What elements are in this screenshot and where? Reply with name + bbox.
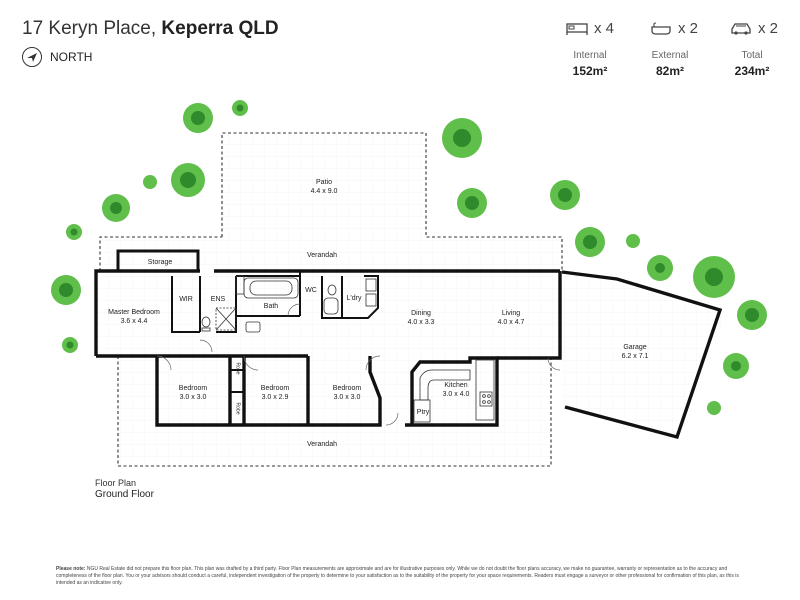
property-summary: x 4 x 2 x 2 Internal 152m² External 82m²…	[560, 20, 780, 90]
laundry-name: L'dry	[346, 295, 362, 302]
area-external: External 82m²	[640, 50, 700, 78]
pantry-name: Ptry	[416, 409, 430, 416]
living-name: Living	[501, 310, 521, 317]
room-bedroom-1: Bedroom 3.0 x 3.0	[179, 384, 207, 402]
room-kitchen: Kitchen 3.0 x 4.0	[443, 381, 470, 399]
bedroom-2-name: Bedroom	[260, 385, 290, 392]
disclaimer-text: NGU Real Estate did not prepare this flo…	[56, 566, 739, 586]
bed-icon	[566, 22, 588, 35]
patio-name: Patio	[316, 179, 332, 186]
bedroom-count: x 4	[566, 20, 614, 37]
caption-floor-plan: Floor Plan	[95, 478, 137, 488]
address-line: 17 Keryn Place,	[22, 18, 162, 39]
floor-caption: Floor Plan Ground Floor	[95, 477, 154, 501]
kitchen-dims: 3.0 x 4.0	[442, 391, 470, 398]
area-total-value: 234m²	[734, 64, 770, 78]
room-verandah-bottom: Verandah	[307, 440, 337, 449]
area-external-value: 82m²	[655, 64, 684, 78]
bathroom-count-value: x 2	[678, 20, 699, 37]
ens-name: ENS	[210, 296, 226, 303]
garage-name: Garage	[623, 344, 647, 351]
disclaimer: Please note: NGU Real Estate did not pre…	[56, 566, 756, 587]
room-robe-2: Robe	[233, 403, 242, 415]
car-icon	[731, 22, 751, 35]
area-total: Total 234m²	[722, 50, 782, 78]
bathroom-count: x 2	[650, 20, 698, 37]
interior-walls	[171, 271, 379, 393]
room-living: Living 4.0 x 4.7	[498, 309, 525, 327]
bath-name: Bath	[263, 303, 279, 310]
north-label: NORTH	[50, 50, 93, 64]
bedroom-1-name: Bedroom	[178, 385, 208, 392]
verandah-bottom-outline	[117, 356, 552, 467]
car-count: x 2	[730, 20, 778, 37]
bedroom-1-dims: 3.0 x 3.0	[179, 394, 207, 401]
verandah-bottom-name: Verandah	[307, 441, 337, 448]
bedroom-2-dims: 3.0 x 2.9	[261, 394, 289, 401]
dining-dims: 4.0 x 3.3	[407, 319, 435, 326]
room-dining: Dining 4.0 x 3.3	[408, 309, 435, 327]
master-bedroom-name: Master Bedroom	[108, 309, 160, 316]
caption-ground-floor: Ground Floor	[95, 489, 154, 500]
north-indicator: NORTH	[22, 46, 92, 68]
room-garage: Garage 6.2 x 7.1	[622, 343, 649, 361]
living-dims: 4.0 x 4.7	[497, 319, 525, 326]
dining-name: Dining	[411, 310, 431, 317]
wc-name: WC	[305, 287, 317, 294]
room-bath: Bath	[264, 302, 278, 311]
area-internal-value: 152m²	[572, 64, 608, 78]
area-total-label: Total	[741, 50, 763, 61]
exterior-walls	[94, 269, 723, 440]
room-pantry: Ptry	[417, 408, 429, 417]
wir-name: WIR	[179, 296, 193, 303]
room-laundry: L'dry	[347, 294, 362, 303]
robe-2-name: Robe	[234, 402, 241, 415]
robe-1-name: Robe	[234, 362, 241, 375]
car-count-value: x 2	[758, 20, 779, 37]
verandah-top-name: Verandah	[307, 252, 337, 259]
suburb: Keperra QLD	[161, 18, 279, 39]
bath-icon	[651, 21, 671, 35]
garage-dims: 6.2 x 7.1	[621, 353, 649, 360]
room-master-bedroom: Master Bedroom 3.6 x 4.4	[108, 308, 160, 326]
verandah-top-outline	[99, 236, 222, 271]
room-storage: Storage	[148, 258, 173, 267]
storage-room	[116, 249, 200, 271]
area-internal: Internal 152m²	[560, 50, 620, 78]
patio-outline	[221, 132, 563, 272]
room-bedroom-3: Bedroom 3.0 x 3.0	[333, 384, 361, 402]
room-bedroom-2: Bedroom 3.0 x 2.9	[261, 384, 289, 402]
door-swings	[156, 303, 561, 426]
disclaimer-lead: Please note:	[56, 566, 86, 572]
kitchen-name: Kitchen	[444, 382, 468, 389]
bedroom-3-name: Bedroom	[332, 385, 362, 392]
master-bedroom-dims: 3.6 x 4.4	[120, 318, 148, 325]
property-address: 17 Keryn Place, Keperra QLD	[22, 18, 279, 40]
area-internal-label: Internal	[573, 50, 607, 61]
room-robe-1: Robe	[233, 363, 242, 375]
room-wir: WIR	[179, 295, 193, 304]
floor-plan	[51, 100, 767, 467]
compass-icon	[22, 47, 42, 67]
room-ens: ENS	[211, 295, 225, 304]
storage-name: Storage	[147, 259, 173, 266]
bedroom-3-dims: 3.0 x 3.0	[333, 394, 361, 401]
patio-dims: 4.4 x 9.0	[310, 188, 338, 195]
room-verandah-top: Verandah	[307, 251, 337, 260]
area-external-label: External	[651, 50, 689, 61]
landscape-trees	[51, 100, 767, 415]
room-wc: WC	[305, 286, 317, 295]
bedroom-count-value: x 4	[594, 20, 615, 37]
fixtures	[201, 275, 495, 423]
room-patio: Patio 4.4 x 9.0	[311, 178, 338, 196]
